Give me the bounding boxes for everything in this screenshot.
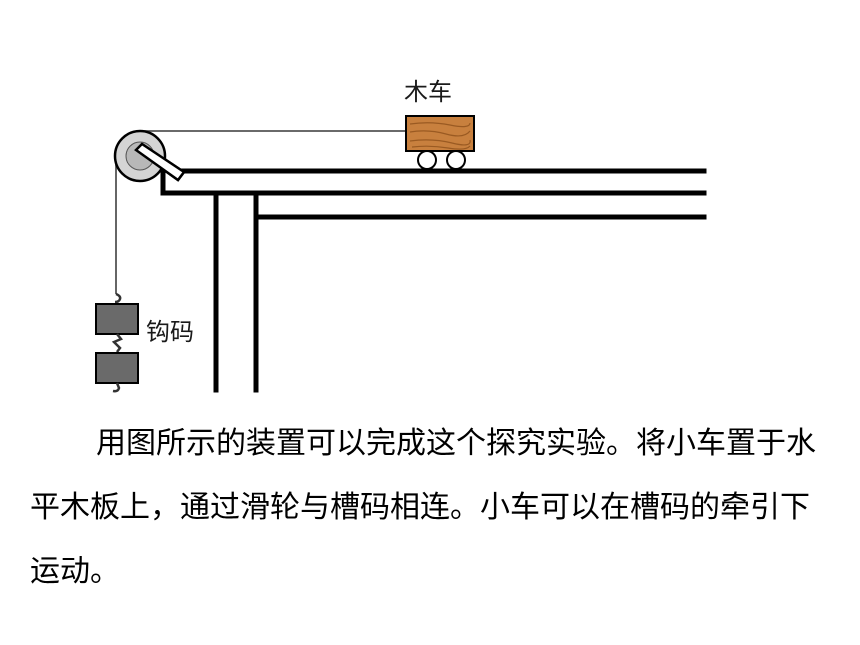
table: [160, 168, 707, 393]
cart-label: 木车: [404, 78, 452, 106]
caption-paragraph: 用图所示的装置可以完成这个探究实验。将小车置于水平木板上，通过滑轮与槽码相连。小…: [30, 426, 816, 589]
weight-lower: [95, 352, 139, 384]
apparatus-diagram: [95, 115, 707, 393]
weight-hook-top: [114, 292, 122, 304]
weight-hook-bottom: [112, 382, 121, 393]
cart-body: [405, 115, 475, 152]
string: [115, 130, 406, 294]
cart-wheel-right: [446, 150, 466, 170]
weight-hook-middle: [111, 333, 124, 353]
weight-label: 钩码: [146, 318, 194, 346]
pulley-bracket-front: [134, 142, 186, 182]
pulley: [113, 129, 186, 183]
wood-grain: [409, 122, 471, 150]
hanging-weights: [95, 292, 139, 393]
weight-upper: [95, 303, 139, 335]
cart-wheel-left: [417, 150, 437, 170]
cart: [405, 115, 475, 170]
